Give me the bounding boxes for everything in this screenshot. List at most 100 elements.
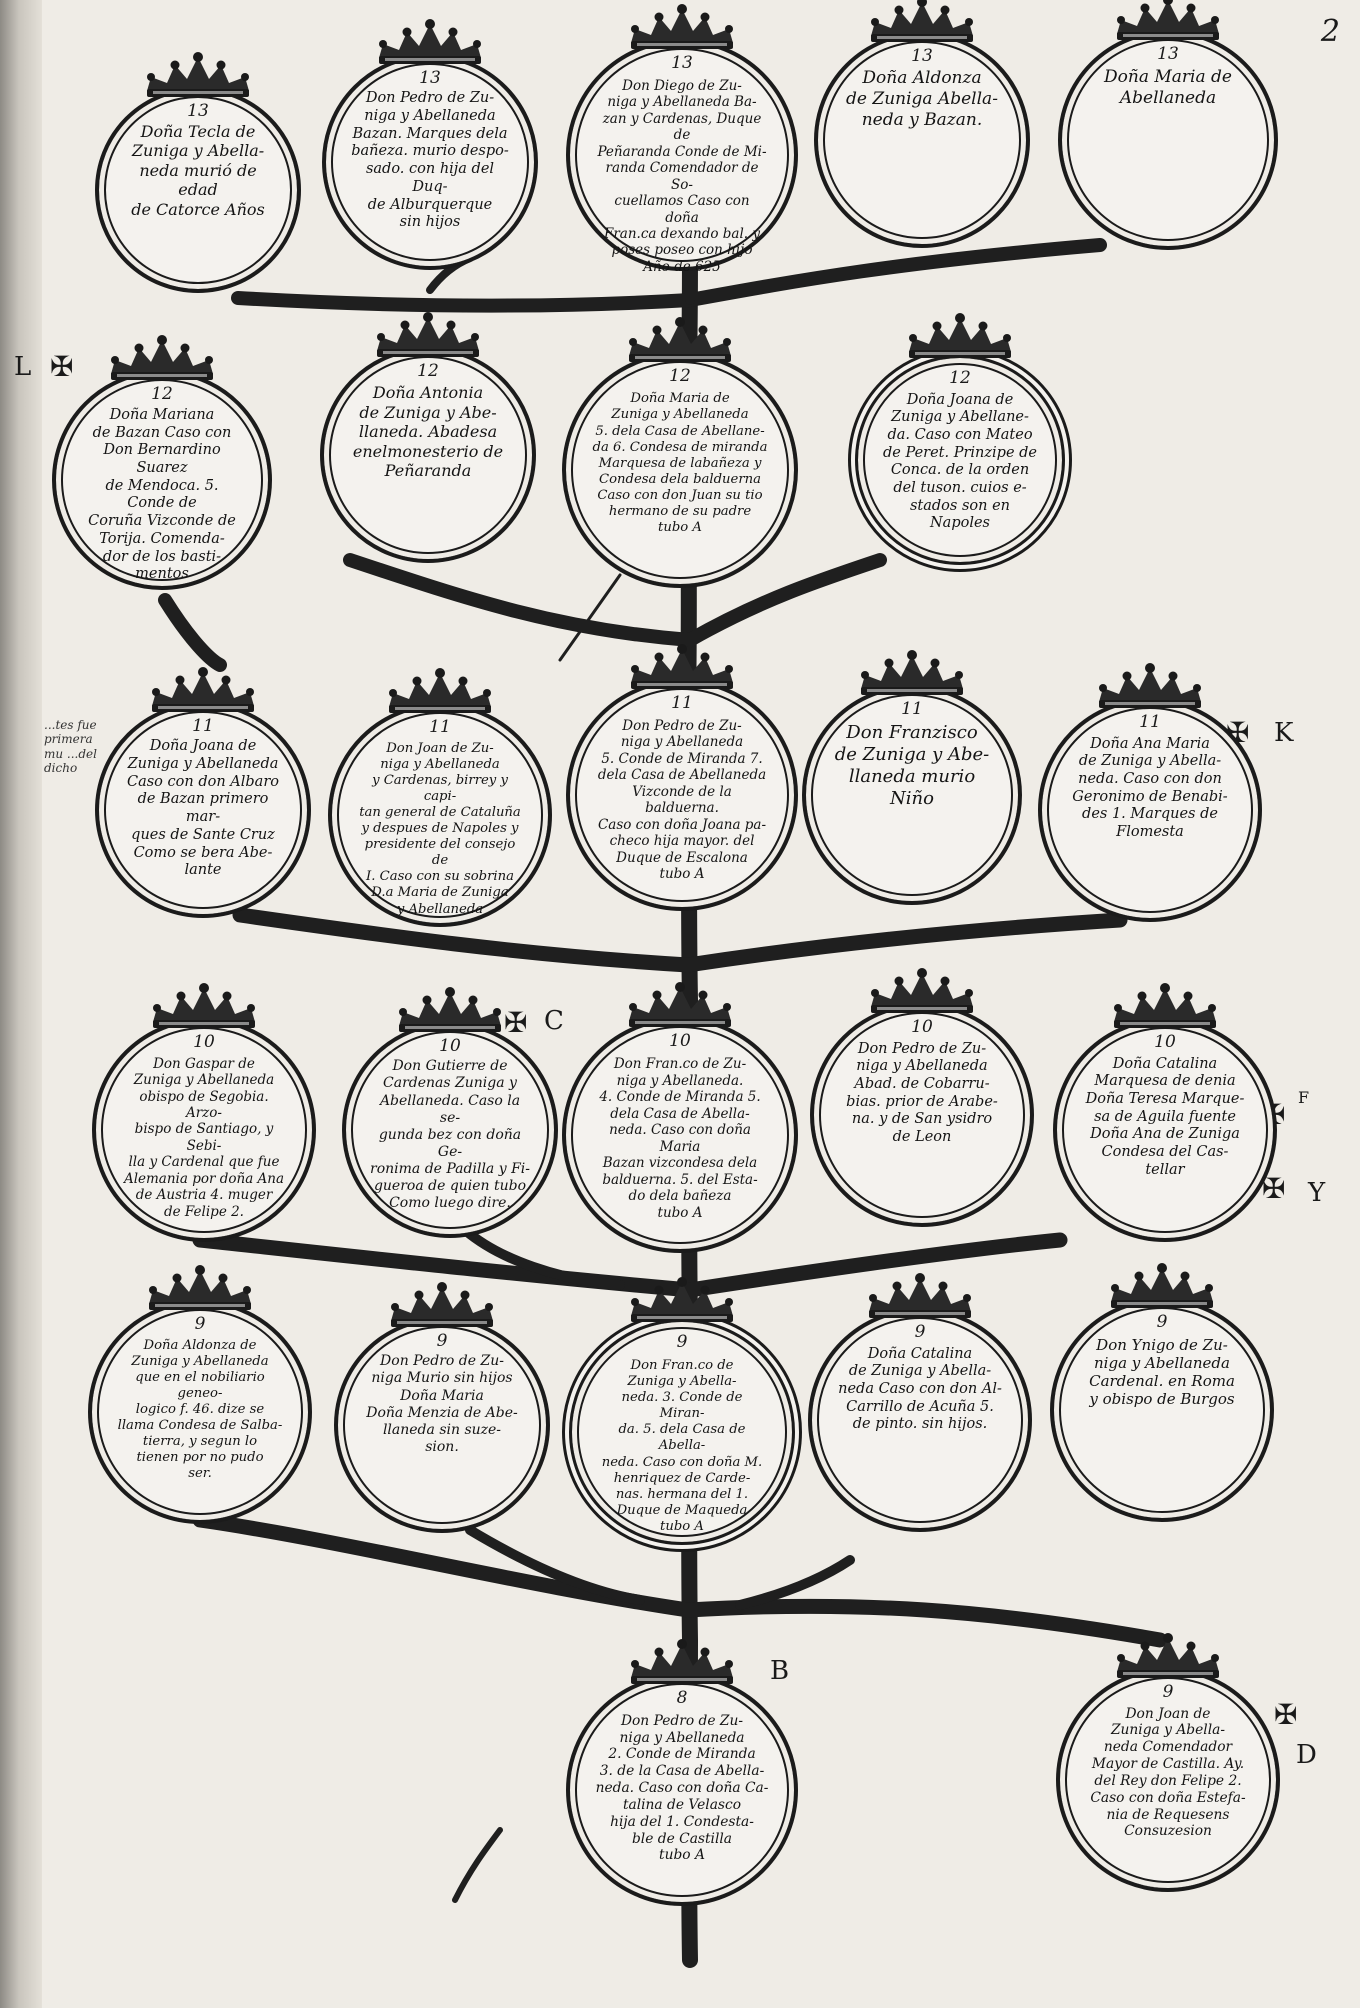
generation-number: 10 xyxy=(1154,1032,1176,1052)
generation-number: 12 xyxy=(151,384,173,404)
person-inscription: Don Pedro de Zu- niga y Abellaneda Bazan… xyxy=(351,90,509,231)
marker-f: F xyxy=(1298,1088,1310,1107)
book-binding-edge xyxy=(0,0,42,2008)
person-inscription: Doña Ana Maria de Zuniga y Abella- neda.… xyxy=(1072,735,1228,841)
crown-icon xyxy=(1109,0,1227,42)
crown-icon xyxy=(853,645,971,697)
crown-icon xyxy=(383,1277,501,1329)
cross-ornament-icon: ✠ xyxy=(504,1006,528,1039)
person-inscription: Doña Maria de Zuniga y Abellaneda 5. del… xyxy=(592,391,768,536)
person-inscription: Don Pedro de Zu- niga y Abellaneda 5. Co… xyxy=(597,717,767,883)
person-inscription: Don Gaspar de Zuniga y Abellaneda obispo… xyxy=(123,1055,285,1220)
generation-number: 13 xyxy=(419,68,441,88)
crown-icon xyxy=(621,977,739,1029)
folio-number: 2 xyxy=(1320,14,1340,49)
crown-icon xyxy=(371,14,489,66)
generation-number: 9 xyxy=(194,1314,206,1334)
generation-number: 9 xyxy=(1156,1312,1168,1332)
generation-number: 10 xyxy=(669,1031,691,1051)
crown-icon xyxy=(139,47,257,99)
generation-number: 9 xyxy=(914,1322,926,1342)
cross-ornament-icon: ✠ xyxy=(1274,1698,1298,1731)
person-inscription: Doña Maria de Abellaneda xyxy=(1104,67,1232,108)
cross-ornament-icon: ✠ xyxy=(1262,1172,1286,1205)
generation-number: 10 xyxy=(439,1036,461,1056)
generation-number: 9 xyxy=(1162,1682,1174,1702)
person-inscription: Don Pedro de Zu- niga y Abellaneda 2. Co… xyxy=(595,1712,769,1864)
generation-number: 8 xyxy=(676,1688,688,1708)
generation-number: 12 xyxy=(417,361,439,381)
crown-icon xyxy=(1103,1258,1221,1310)
crown-icon xyxy=(1106,978,1224,1030)
generation-number: 12 xyxy=(669,366,691,386)
crown-icon xyxy=(623,1272,741,1324)
generation-number: 11 xyxy=(901,699,923,719)
person-inscription: Doña Catalina Marquesa de denia Doña Ter… xyxy=(1085,1055,1245,1178)
crown-icon xyxy=(1109,1628,1227,1680)
person-inscription: Don Joan de Zu- niga y Abellaneda y Card… xyxy=(359,740,521,917)
marker-c: C xyxy=(544,1006,564,1036)
person-inscription: Doña Catalina de Zuniga y Abella- neda C… xyxy=(838,1345,1002,1433)
generation-number: 10 xyxy=(911,1017,933,1037)
marker-k: K xyxy=(1274,718,1294,748)
person-inscription: Don Fran.co de Zuniga y Abella- neda. 3.… xyxy=(601,1358,763,1534)
person-inscription: Doña Aldonza de Zuniga y Abellaneda que … xyxy=(117,1337,283,1482)
generation-number: 11 xyxy=(1139,712,1161,732)
cross-ornament-icon: ✠ xyxy=(50,350,74,383)
crown-icon xyxy=(144,662,262,714)
generation-number: 13 xyxy=(187,101,209,121)
generation-number: 13 xyxy=(671,53,693,73)
crown-icon xyxy=(623,639,741,691)
person-inscription: Don Gutierre de Cardenas Zuniga y Abella… xyxy=(370,1058,530,1212)
generation-number: 13 xyxy=(1157,44,1179,64)
person-inscription: Doña Tecla de Zuniga y Abella- neda muri… xyxy=(131,121,265,219)
person-inscription: Don Ynigo de Zu- niga y Abellaneda Carde… xyxy=(1089,1335,1235,1409)
crown-icon xyxy=(141,1260,259,1312)
generation-number: 11 xyxy=(192,716,214,736)
generation-number: 9 xyxy=(436,1331,448,1351)
generation-number: 12 xyxy=(949,368,971,388)
generation-number: 11 xyxy=(671,693,693,713)
crown-icon xyxy=(103,330,221,382)
person-inscription: Don Fran.co de Zu- niga y Abellaneda. 4.… xyxy=(599,1056,761,1221)
person-inscription: Don Diego de Zu- niga y Abellaneda Ba- z… xyxy=(597,77,767,275)
person-inscription: Don Pedro de Zu- niga y Abellaneda Abad.… xyxy=(846,1040,998,1146)
crown-icon xyxy=(621,312,739,364)
crown-icon xyxy=(901,308,1019,360)
crown-icon xyxy=(623,1634,741,1686)
crown-icon xyxy=(863,963,981,1015)
person-inscription: Doña Aldonza de Zuniga Abella- neda y Ba… xyxy=(846,68,998,130)
person-inscription: Doña Joana de Zuniga y Abellane- da. Cas… xyxy=(883,391,1037,532)
crown-icon xyxy=(145,978,263,1030)
crown-icon xyxy=(863,0,981,44)
person-inscription: Don Pedro de Zu- niga Murio sin hijos Do… xyxy=(366,1353,518,1455)
crown-icon xyxy=(623,0,741,51)
generation-number: 11 xyxy=(429,717,451,737)
crown-icon xyxy=(391,982,509,1034)
generation-number: 9 xyxy=(676,1332,688,1352)
